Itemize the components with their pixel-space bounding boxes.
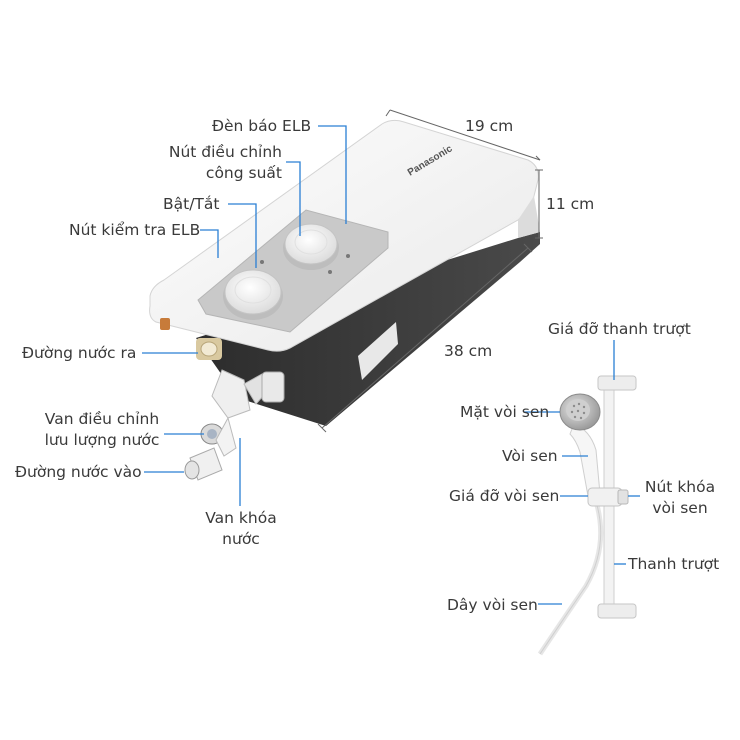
shower-leaders xyxy=(524,340,640,605)
label-shutoff-valve-line2: nước xyxy=(222,530,260,548)
dimension-lines xyxy=(317,109,543,433)
shower-hose xyxy=(537,489,604,656)
shower-set xyxy=(537,375,637,656)
label-flow-valve-line2: lưu lượng nước xyxy=(44,431,160,449)
valve-assembly xyxy=(184,369,285,481)
label-power-knob-line1: Nút điều chỉnh xyxy=(168,143,282,161)
rating-sticker xyxy=(358,322,398,380)
label-power-knob-line2: công suất xyxy=(205,164,282,182)
dimension-width: 19 cm xyxy=(465,117,514,135)
label-slide-holder: Giá đỡ thanh trượt xyxy=(548,320,691,338)
slide-bar-bottom-holder xyxy=(597,603,637,619)
label-shower-face: Mặt vòi sen xyxy=(460,403,550,421)
label-on-off: Bật/Tắt xyxy=(163,195,220,213)
label-shower-head: Vòi sen xyxy=(502,447,558,465)
label-elb-light: Đèn báo ELB xyxy=(212,117,312,135)
dimension-height: 38 cm xyxy=(444,342,493,360)
label-lock-button: Nút khóa vòi sen xyxy=(640,477,720,519)
water-outlet-fitting xyxy=(196,338,222,360)
label-flow-valve-line1: Van điều chỉnh xyxy=(44,410,160,428)
slide-bar-top-holder xyxy=(597,375,637,391)
label-water-in: Đường nước vào xyxy=(15,463,142,481)
on-off-knob[interactable] xyxy=(223,269,283,320)
label-flow-valve: Van điều chỉnh lưu lượng nước xyxy=(40,409,164,451)
label-shutoff-valve-line1: Van khóa xyxy=(205,509,277,527)
label-water-out: Đường nước ra xyxy=(22,344,137,362)
label-slide-bar: Thanh trượt xyxy=(628,555,720,573)
power-adjust-knob[interactable] xyxy=(283,223,339,270)
label-lock-button-line1: Nút khóa xyxy=(644,478,716,496)
water-heater: Panasonic xyxy=(149,119,540,481)
heater-leaders xyxy=(142,125,347,506)
label-elb-test: Nút kiểm tra ELB xyxy=(69,221,201,239)
shower-handle xyxy=(569,423,601,497)
label-shutoff-valve: Van khóa nước xyxy=(196,508,286,550)
label-power-knob: Nút điều chỉnh công suất xyxy=(164,142,282,184)
shower-head-holder[interactable] xyxy=(587,487,623,507)
label-hose: Dây vòi sen xyxy=(447,596,538,614)
label-lock-button-line2: vòi sen xyxy=(652,499,708,517)
dimension-depth: 11 cm xyxy=(546,195,595,213)
label-head-holder: Giá đỡ vòi sen xyxy=(449,487,560,505)
shower-lock-button[interactable] xyxy=(617,489,629,505)
shower-face xyxy=(559,393,601,431)
